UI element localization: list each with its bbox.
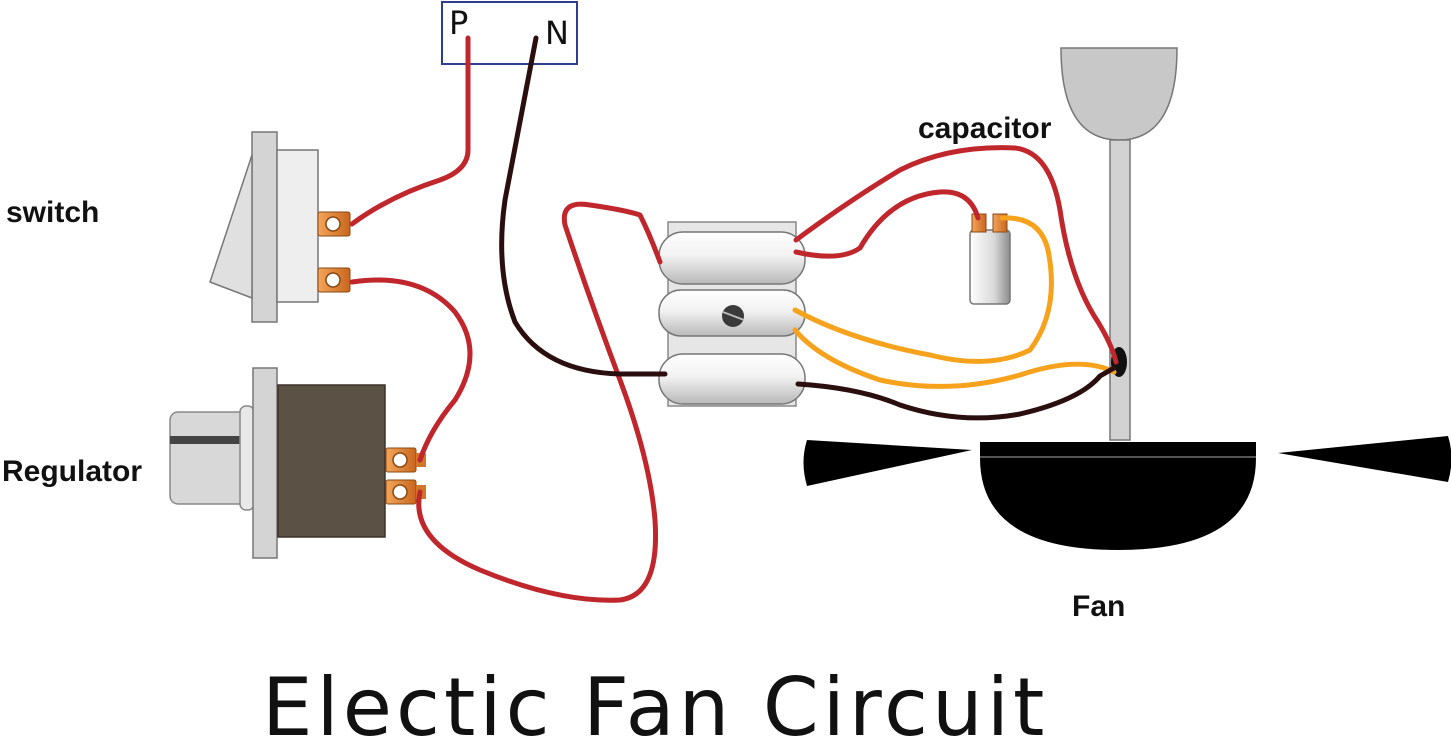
switch-terminal-bottom [317, 267, 351, 293]
phase-wire-regulator-to-block [416, 201, 663, 603]
neutral-wire-supply-to-block [499, 35, 668, 377]
supply-box: P N [441, 1, 578, 65]
neutral-wire-block-to-motor [795, 365, 1117, 421]
phase-label: P [449, 4, 468, 42]
capacitor [969, 213, 1011, 305]
fan-label: Fan [1072, 590, 1125, 623]
switch-terminal-top [317, 211, 351, 237]
fan-wire-block-to-motor [793, 145, 1119, 365]
neutral-label: N [545, 14, 569, 52]
capacitor-wire-capacitor-to-block [792, 215, 1054, 364]
regulator [169, 367, 426, 559]
switch-label: switch [6, 196, 99, 229]
phase-wire-supply-to-switch [349, 35, 471, 227]
capacitor-wire-block-to-motor [792, 327, 1117, 389]
diagram-title: Electic Fan Circuit [262, 661, 1048, 754]
switch [209, 131, 351, 323]
capacitor-wire-block-to-capacitor [793, 189, 981, 259]
ceiling-fan [803, 47, 1451, 550]
capacitor-label: capacitor [918, 112, 1052, 145]
phase-wire-switch-to-regulator [349, 277, 473, 463]
regulator-label: Regulator [2, 455, 142, 488]
connector-block [658, 221, 806, 407]
wires [349, 35, 1119, 603]
screw-icon [722, 305, 745, 327]
